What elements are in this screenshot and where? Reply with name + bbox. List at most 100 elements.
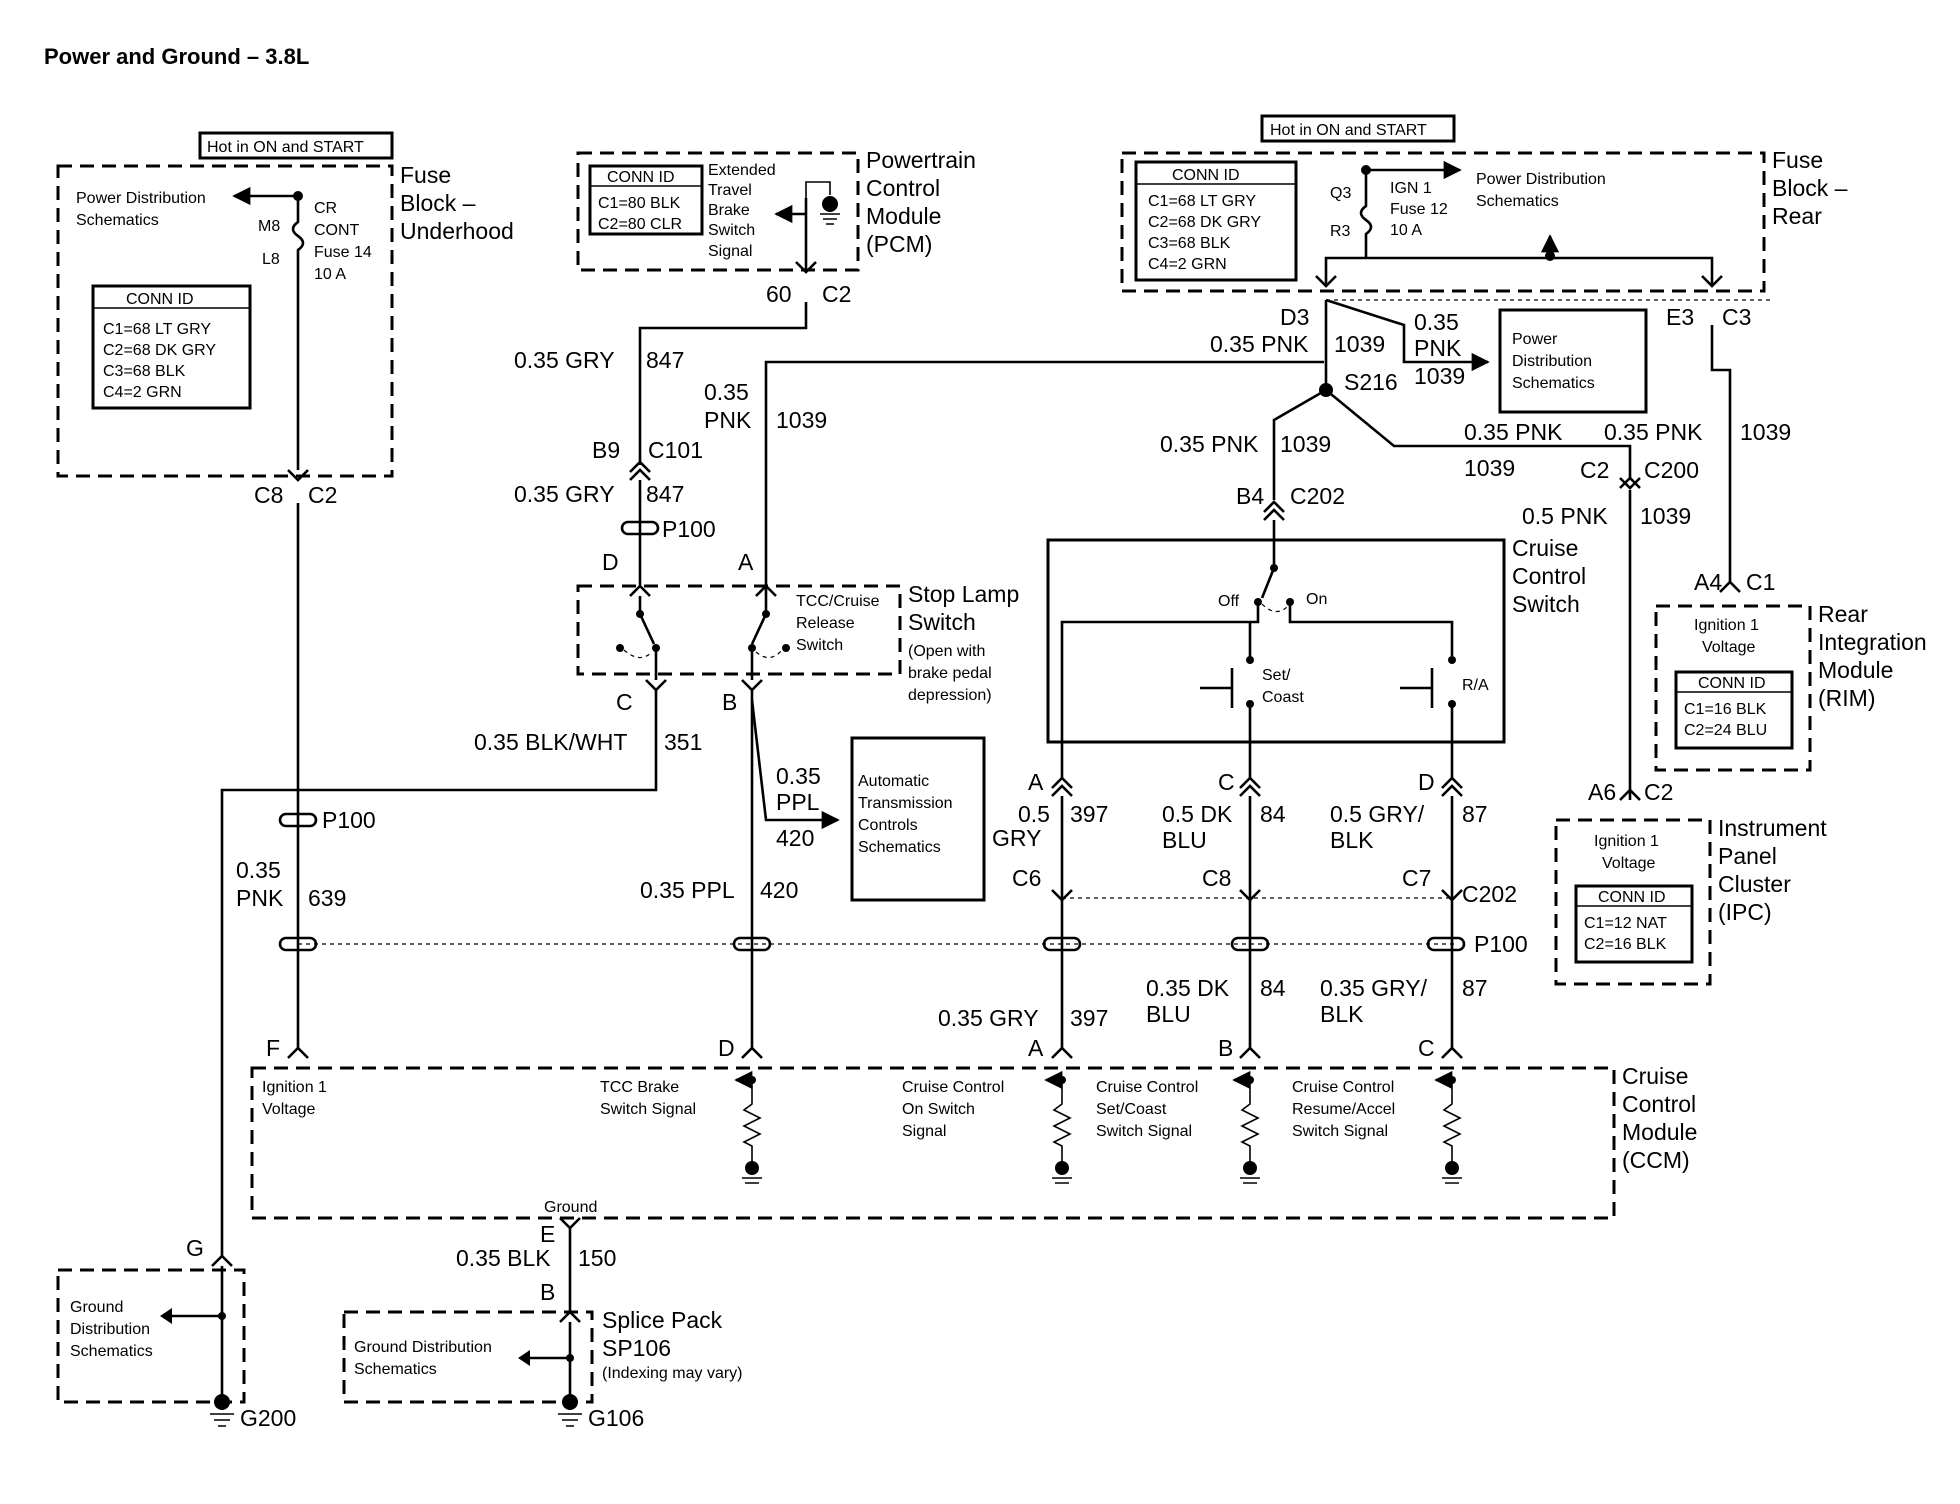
ipc-ign-1: Ignition 1 (1594, 833, 1659, 850)
b4-pin: B4 (1236, 483, 1264, 509)
ccm-c-arrow (1441, 1046, 1463, 1059)
atc-box (850, 736, 986, 902)
conn-c2: C2 (308, 482, 337, 508)
w87-top-num: 87 (1462, 801, 1488, 827)
ipc-conn-c2: C2=16 BLK (1584, 936, 1667, 953)
c202-bot-label: C202 (1462, 881, 1517, 907)
p100-row: P100 (278, 931, 1528, 957)
w420-b-size: 0.35 PPL (640, 877, 735, 903)
pcm-signal-2: Travel (708, 182, 752, 199)
fuse-12-label-3: 10 A (1390, 222, 1422, 239)
w84-bot-num: 84 (1260, 975, 1286, 1001)
ccm-set-3: Switch Signal (1096, 1123, 1192, 1140)
rear-connector-arrows (1315, 275, 1723, 288)
fuse-14-label-3: Fuse 14 (314, 244, 372, 261)
w1039-top-size: 0.35 PNK (1210, 331, 1309, 357)
stop-pin-b: B (722, 689, 737, 715)
wire-847: 0.35 GRY 847 B9 C101 0.35 GRY 847 P100 (514, 302, 808, 597)
stop-sw2-dot-b (782, 644, 790, 652)
c6-label: C6 (1012, 865, 1041, 891)
cruise-set-1: Set/ (1262, 667, 1291, 684)
ccm-pin-c: C (1418, 1035, 1435, 1061)
c200-label: C200 (1644, 457, 1699, 483)
c7-arrow (1441, 889, 1463, 902)
gds-2: Distribution (70, 1321, 150, 1338)
cruise-set-2: Coast (1262, 689, 1304, 706)
rim-module: A4 C1 Rear Integration Module (RIM) Igni… (1654, 569, 1927, 772)
c2-pin: C2 (1580, 457, 1609, 483)
ipc-name-2: Panel (1718, 843, 1777, 869)
ccm-ign-2: Voltage (262, 1101, 315, 1118)
c101-label: C101 (648, 437, 703, 463)
ccm-f-arrow (287, 1046, 309, 1059)
conn-id-box (91, 284, 252, 410)
wire-639: P100 0.35 PNK 639 (236, 503, 376, 1059)
w847-bot-num: 847 (646, 481, 684, 507)
g200-ground-icon (210, 1413, 234, 1427)
w847-top-size: 0.35 GRY (514, 347, 615, 373)
ccm-input-b (1232, 1070, 1260, 1184)
w87-bot-size-2: BLK (1320, 1001, 1364, 1027)
fuse-block-rear-box (1120, 151, 1766, 293)
gds-arrowhead (160, 1308, 172, 1324)
cruise-onoff-blade (1260, 567, 1276, 599)
rear-conn-c4: C4=2 GRN (1148, 256, 1227, 273)
pin-l8: L8 (262, 251, 280, 268)
stop-lamp-name-2: Switch (908, 609, 976, 635)
pds-box (1498, 308, 1648, 414)
sp-gds-1: Ground Distribution (354, 1339, 492, 1356)
pin-m8: M8 (258, 218, 280, 235)
sp106-pin: B (540, 1279, 555, 1305)
sp106-note: (Indexing may vary) (602, 1365, 743, 1382)
ipc-name-3: Cluster (1718, 871, 1791, 897)
w639-size-1: 0.35 (236, 857, 281, 883)
rim-ign-2: Voltage (1702, 639, 1755, 656)
w1039-ipc-num: 1039 (1640, 503, 1691, 529)
ccm-d-arrow (741, 1046, 763, 1059)
fuse-14-label-4: 10 A (314, 266, 346, 283)
ccm-on-2: On Switch (902, 1101, 975, 1118)
g200-node (214, 1394, 230, 1410)
rear-conn-c3: C3=68 BLK (1148, 235, 1231, 252)
c8-label: C8 (1202, 865, 1231, 891)
ccm-name-4: (CCM) (1622, 1147, 1690, 1173)
cruise-off: Off (1218, 593, 1240, 610)
ipc-name-1: Instrument (1718, 815, 1827, 841)
wire-351: 0.35 BLK/WHT 351 (211, 690, 702, 1267)
pcm-connector-arrow (795, 261, 817, 274)
cruise-c-connector (1239, 776, 1261, 797)
ccm-ground: Ground (544, 1199, 597, 1216)
atc-text-2: Transmission (858, 795, 953, 812)
cruise-ra-top (1448, 656, 1456, 664)
ccm-name-1: Cruise (1622, 1063, 1688, 1089)
w87-bot-size-1: 0.35 GRY/ (1320, 975, 1428, 1001)
ccm-input-d (734, 1070, 762, 1184)
conn-id-c4: C4=2 GRN (103, 384, 182, 401)
fuse-12-label-2: Fuse 12 (1390, 201, 1448, 218)
pcm-ground-icon (820, 213, 840, 225)
w150-size: 0.35 BLK (456, 1245, 551, 1271)
p100-label-3: P100 (1474, 931, 1528, 957)
s216-label: S216 (1344, 369, 1398, 395)
fuse-12 (1359, 170, 1373, 258)
cruise-on: On (1306, 591, 1327, 608)
wire-847-path (638, 302, 808, 465)
stop-pin-c: C (616, 689, 633, 715)
pcm-name-1: Powertrain (866, 147, 976, 173)
c101-pin: B9 (592, 437, 620, 463)
ccm-box (250, 1066, 1616, 1220)
fuse-block-underhood-name-3: Underhood (400, 218, 514, 244)
w351-size: 0.35 BLK/WHT (474, 729, 627, 755)
pcm-box (576, 151, 860, 272)
rim-ign-1: Ignition 1 (1694, 617, 1759, 634)
ccm-b-arrow (1239, 1046, 1261, 1059)
w87-top-size-1: 0.5 GRY/ (1330, 801, 1425, 827)
ccm-pin-e: E (540, 1221, 555, 1247)
w84-top-size-2: BLU (1162, 827, 1207, 853)
pcm-signal-3: Brake (708, 202, 750, 219)
stop-sw2-blade (750, 613, 768, 645)
ccm-a-arrow (1051, 1046, 1073, 1059)
pcm-conn-box (588, 164, 704, 236)
ccm-name-3: Module (1622, 1119, 1697, 1145)
stop-b-arrow (741, 679, 763, 692)
